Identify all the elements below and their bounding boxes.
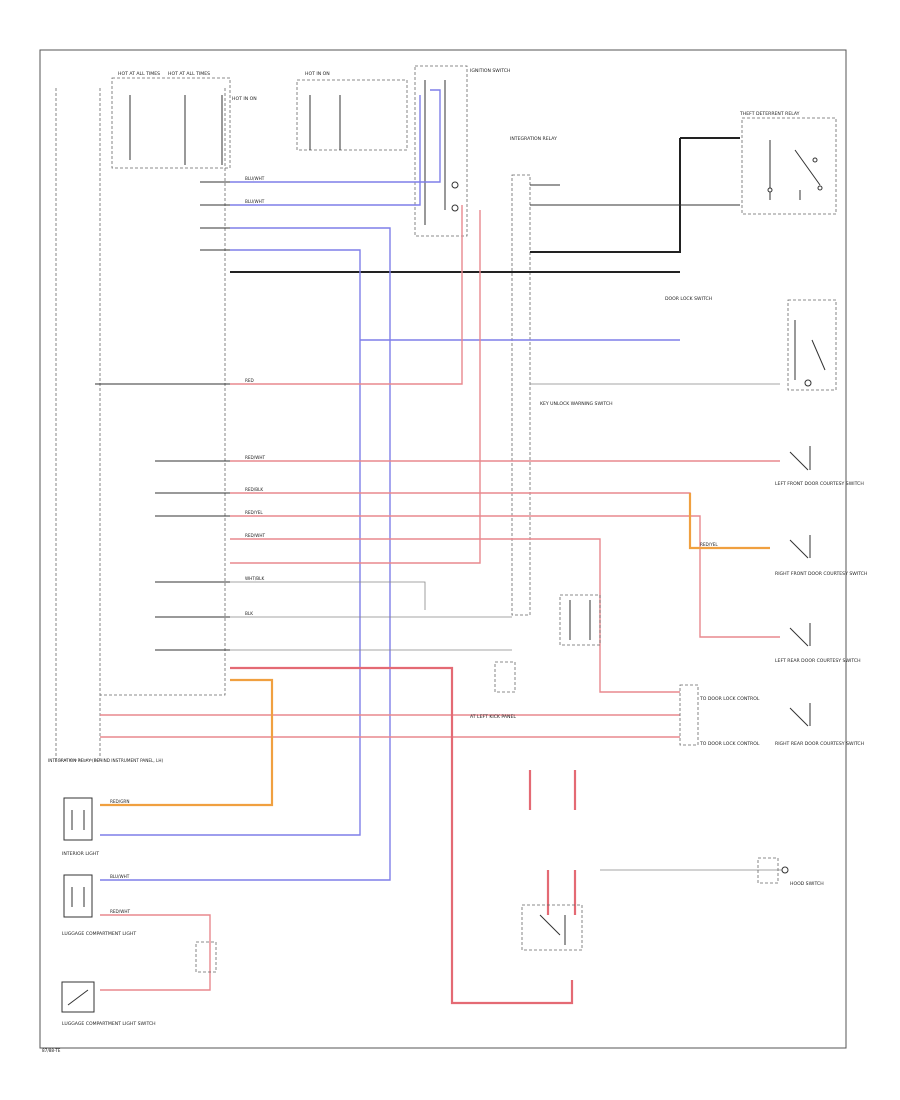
wire-label: BLU/WHT bbox=[245, 176, 265, 181]
top-fuse-block bbox=[111, 65, 468, 237]
door-switch-symbols bbox=[679, 446, 811, 746]
wire-label: BLU/WHT bbox=[110, 874, 130, 879]
label-left-rear-door-switch: LEFT REAR DOOR COURTESY SWITCH bbox=[775, 658, 861, 664]
label-luggage-switch: LUGGAGE COMPARTMENT LIGHT SWITCH bbox=[62, 1021, 156, 1027]
integration-relay-outline bbox=[55, 88, 226, 761]
wire-label: RED/WHT bbox=[245, 455, 265, 460]
label-luggage-light: LUGGAGE COMPARTMENT LIGHT bbox=[62, 931, 136, 937]
blue-wires bbox=[100, 89, 680, 881]
label-right-rear-door-switch: RIGHT REAR DOOR COURTESY SWITCH bbox=[775, 741, 864, 747]
wire-label: BLU/WHT bbox=[245, 199, 265, 204]
label-door-lock-control-1: TO DOOR LOCK CONTROL bbox=[699, 696, 760, 702]
label-left-front-door-switch: LEFT FRONT DOOR COURTESY SWITCH bbox=[775, 481, 864, 487]
wire-label: RED/GRN bbox=[110, 799, 129, 804]
diagram-frame bbox=[39, 49, 847, 1049]
label-theft-deterrent-relay: THEFT DETERRENT RELAY bbox=[739, 111, 800, 117]
label-ignition-switch: IGNITION SWITCH bbox=[470, 68, 510, 74]
wire-label: RED/BLK bbox=[245, 487, 263, 492]
label-integration-relay: INTEGRATION RELAY bbox=[510, 136, 557, 142]
label-hot-in-on-1: HOT IN ON bbox=[305, 71, 330, 77]
label-right-front-door-switch: RIGHT FRONT DOOR COURTESY SWITCH bbox=[775, 571, 867, 577]
wire-label: RED/WHT bbox=[245, 533, 265, 538]
label-interior-light: INTERIOR LIGHT bbox=[62, 851, 99, 857]
label-hot-at-all-times-1: HOT AT ALL TIMES bbox=[118, 71, 160, 77]
integration-relay-middle bbox=[230, 137, 740, 616]
label-hood-switch: HOOD SWITCH bbox=[790, 881, 824, 887]
label-key-unlock-warning: KEY UNLOCK WARNING SWITCH bbox=[540, 401, 613, 407]
wire-label: WHT/BLK bbox=[245, 576, 264, 581]
theft-deterrent-relay-box bbox=[741, 117, 837, 215]
label-left-kick-panel: AT LEFT KICK PANEL bbox=[470, 714, 516, 720]
wire-label: RED/WHT bbox=[110, 909, 130, 914]
bottom-left-lights bbox=[61, 797, 95, 1013]
label-integration-module: INTEGRATION RELAY (BEHIND INSTRUMENT PAN… bbox=[48, 758, 163, 763]
wire-label: RED/YEL bbox=[700, 542, 718, 547]
label-footer-code: 87/88-TE bbox=[42, 1048, 61, 1053]
wire-label: RED bbox=[245, 378, 254, 383]
wire-label: BLK bbox=[245, 611, 253, 616]
label-hot-at-all-times-2: HOT AT ALL TIMES bbox=[168, 71, 210, 77]
left-black-wires bbox=[95, 181, 230, 651]
gray-wires bbox=[230, 383, 785, 871]
label-hot-in-on-2: HOT IN ON bbox=[232, 96, 257, 102]
label-door-lock-control-2: TO DOOR LOCK CONTROL bbox=[699, 741, 760, 747]
wire-label: RED/YEL bbox=[245, 510, 263, 515]
red-wires bbox=[100, 205, 780, 1005]
label-door-lock-switch: DOOR LOCK SWITCH bbox=[665, 296, 712, 302]
orange-wires bbox=[100, 493, 770, 807]
key-unlock-switch-box bbox=[787, 299, 837, 391]
door-lock-relay bbox=[195, 594, 789, 973]
